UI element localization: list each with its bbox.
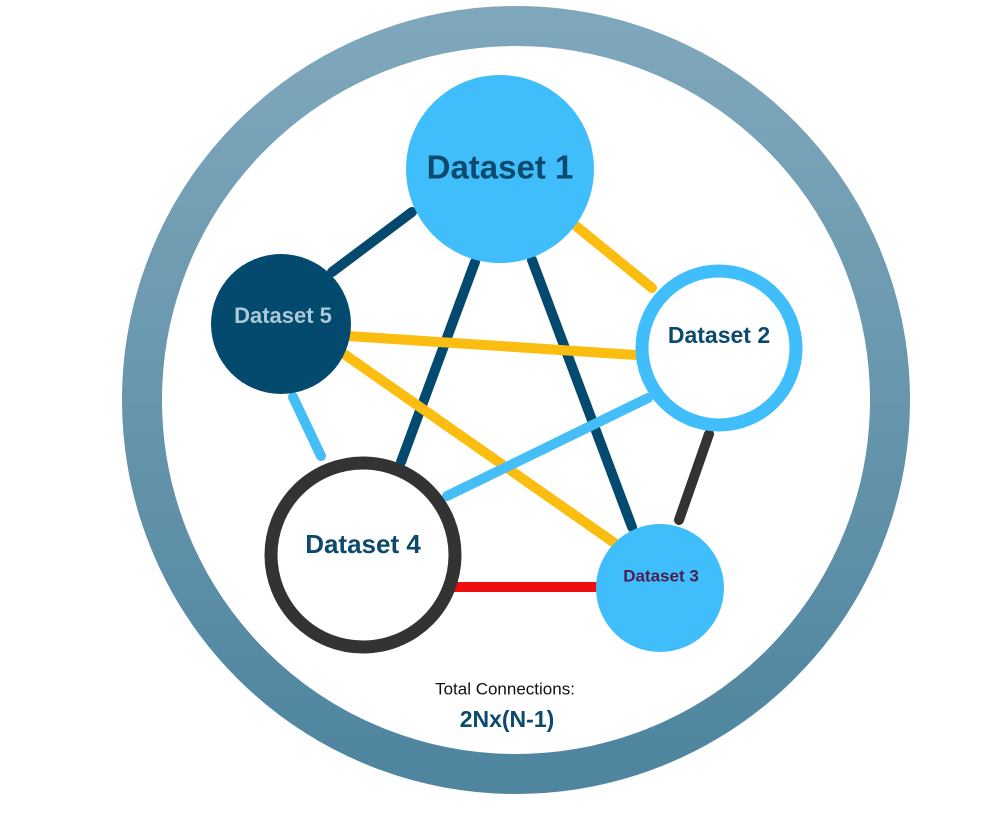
connection-d5-d4: [288, 392, 326, 461]
connections: [288, 207, 714, 592]
node-dataset-2: Dataset 2: [635, 264, 803, 432]
connection-d2-d3: [674, 429, 714, 525]
connection-d1-d2: [571, 221, 657, 293]
connection-d5-d3: [339, 349, 621, 549]
node-dataset-4-circle: [264, 456, 462, 654]
connection-d1-d5: [327, 207, 417, 277]
node-dataset-2-circle: [635, 264, 803, 432]
total-connections-formula: 2Nx(N-1): [460, 706, 555, 732]
node-dataset-5-label: Dataset 5: [234, 303, 332, 328]
node-dataset-3-label: Dataset 3: [623, 566, 699, 585]
node-dataset-1: Dataset 1: [406, 75, 594, 263]
node-dataset-2-label: Dataset 2: [668, 322, 770, 348]
connection-d1-d4: [396, 257, 480, 467]
total-connections-caption: Total Connections:: [435, 679, 575, 698]
node-dataset-4-label: Dataset 4: [305, 529, 421, 559]
node-dataset-1-circle: [406, 75, 594, 263]
node-dataset-3-circle: [596, 524, 724, 652]
node-dataset-1-label: Dataset 1: [427, 149, 574, 186]
node-dataset-3: Dataset 3: [596, 524, 724, 652]
connection-d2-d4: [442, 393, 653, 501]
node-dataset-4: Dataset 4: [264, 456, 462, 654]
node-dataset-5-circle: [211, 254, 351, 394]
node-dataset-5: Dataset 5: [211, 254, 351, 394]
connection-d1-d3: [527, 255, 637, 532]
connection-d5-d2: [343, 331, 641, 360]
